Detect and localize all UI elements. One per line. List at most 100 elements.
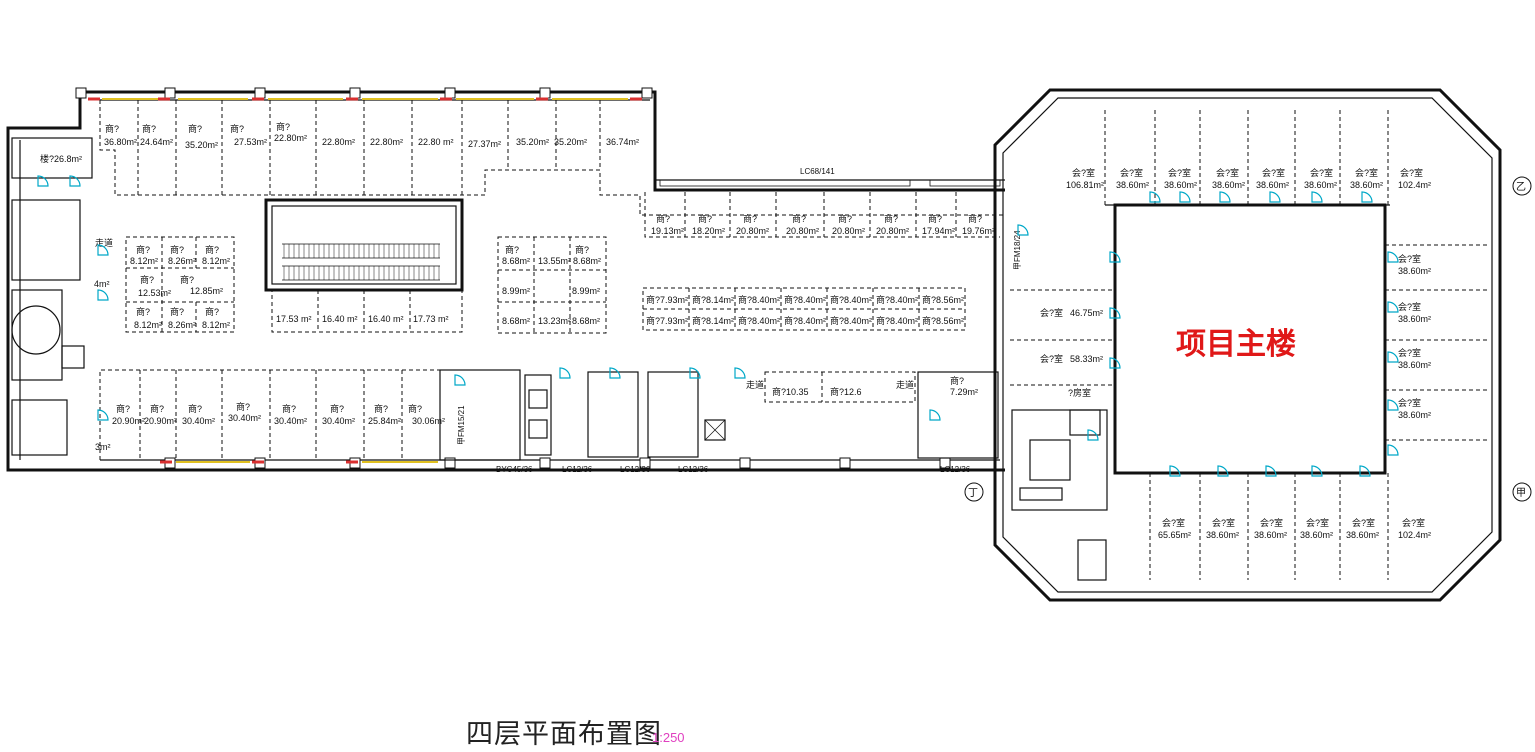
svg-text:商?: 商?: [170, 306, 184, 317]
room-label: 会?室: [1040, 307, 1063, 318]
room-area: 4m²: [94, 279, 110, 289]
room-label: ?房室: [1068, 387, 1091, 398]
room-label: 商?: [968, 213, 982, 224]
room-area: 8.68m²: [572, 316, 600, 326]
room-area: 36.80m²: [104, 137, 137, 147]
room-area: 38.60m²: [1254, 530, 1287, 540]
bottom-shop-partitions: [99, 369, 441, 460]
bottom-shop-labels: 商? 20.90m² 商? 20.90m² 商? 30.40m² 商? 30.4…: [112, 401, 445, 426]
svg-text:商?: 商?: [205, 244, 219, 255]
axis-d-label: 丁: [968, 488, 978, 499]
room-area: 102.4m²: [1398, 530, 1431, 540]
room-area: 36.74m²: [606, 137, 639, 147]
small-room-area: 7.29m²: [950, 387, 978, 397]
room-label: 商?: [236, 401, 250, 412]
room-area: 30.40m²: [322, 416, 355, 426]
door-swing-icon: [1017, 224, 1029, 236]
door-swing-icon: [1219, 191, 1231, 203]
kiosk-right-cell: 商?7.93m²: [646, 294, 688, 305]
room-label: 商?: [142, 123, 156, 134]
room-area: 38.60m²: [1398, 266, 1431, 276]
kiosk-right-cell: 商?8.40m²: [738, 315, 780, 326]
door-swing-icon: [1387, 301, 1399, 313]
room-area: 20.80m²: [786, 226, 819, 236]
top-shop-partitions: [99, 100, 1005, 216]
room-area: 商?12.6: [830, 386, 862, 397]
room-label: 商?: [116, 403, 130, 414]
svg-text:商?: 商?: [136, 244, 150, 255]
room-label: 商?: [330, 403, 344, 414]
room-area: 30.40m²: [182, 416, 215, 426]
door-swing-icon: [609, 367, 621, 379]
room-label: 商?: [408, 403, 422, 414]
room-area: 30.40m²: [274, 416, 307, 426]
room-area: 38.60m²: [1212, 180, 1245, 190]
room-area: 38.60m²: [1300, 530, 1333, 540]
room-label: 会?室: [1400, 167, 1423, 178]
room-area: 38.60m²: [1116, 180, 1149, 190]
kiosk-right-cell: 商?8.56m²: [922, 294, 964, 305]
room-area: 22.80 m²: [418, 137, 454, 147]
kiosk-right-cell: 商?8.56m²: [922, 315, 964, 326]
door-swing-icon: [97, 409, 109, 421]
corridor-label: 走道: [896, 379, 914, 390]
axis-a-label: 甲: [1516, 488, 1526, 499]
svg-text:商?: 商?: [575, 244, 589, 255]
svg-text:商?: 商?: [180, 274, 194, 285]
room-area: 17.73 m²: [413, 314, 449, 324]
corridor-label: 走道: [95, 237, 113, 248]
window-code: LC12/36: [620, 465, 651, 474]
main-building-label: 项目主楼: [1176, 328, 1296, 361]
door-swing-icon: [559, 367, 571, 379]
room-area: 25.84m²: [368, 416, 401, 426]
room-label: 会?室: [1216, 167, 1239, 178]
room-area: 3m²: [95, 442, 111, 452]
kiosk-right-cell: 商?8.40m²: [876, 294, 918, 305]
east-shop-partitions: [644, 192, 1000, 238]
axis-markers: 乙 甲 丁: [964, 176, 1532, 502]
door-swing-icon: [1269, 191, 1281, 203]
room-label: 会?室: [1162, 517, 1185, 528]
room-label: 商?: [188, 403, 202, 414]
door-swing-icon: [1217, 465, 1229, 477]
room-area: 12.85m²: [190, 286, 223, 296]
door-swing-icon: [69, 175, 81, 187]
room-area: 楼?26.8m²: [40, 153, 82, 164]
room-area: 38.60m²: [1350, 180, 1383, 190]
svg-text:商?: 商?: [205, 306, 219, 317]
door-swing-icon: [734, 367, 746, 379]
room-label: 商?: [884, 213, 898, 224]
room-label: 会?室: [1040, 353, 1063, 364]
door-swing-icon: [1311, 465, 1323, 477]
room-label: 会?室: [1355, 167, 1378, 178]
room-area: 19.76m²: [962, 226, 995, 236]
room-label: 会?室: [1352, 517, 1375, 528]
room-label: 会?室: [1310, 167, 1333, 178]
room-area: 19.13m²: [651, 226, 684, 236]
room-area: 20.80m²: [876, 226, 909, 236]
door-swing-icon: [1179, 191, 1191, 203]
room-area: 20.90m²: [112, 416, 145, 426]
door-swing-icon: [929, 409, 941, 421]
kiosk-right-cell: 商?8.40m²: [784, 315, 826, 326]
room-area: 22.80m²: [322, 137, 355, 147]
room-label: 会?室: [1120, 167, 1143, 178]
axis-d-circle: [964, 482, 984, 502]
kiosk-right-cell: 商?7.93m²: [646, 315, 688, 326]
room-area: 8.26m²: [168, 256, 196, 266]
door-code: 甲FM15/21: [457, 405, 466, 445]
room-label: 会?室: [1212, 517, 1235, 528]
kiosk-right-cell: 商?8.40m²: [830, 294, 872, 305]
room-area: 13.23m²: [538, 316, 571, 326]
kiosk-left: 商? 8.12m² 商? 8.26m² 商? 8.12m² 商? 12.53m²…: [125, 236, 235, 333]
room-area: 30.40m²: [228, 413, 261, 423]
room-area: 38.60m²: [1304, 180, 1337, 190]
east-shop-labels: 商? 19.13m² 商? 18.20m² 商? 20.80m² 商? 20.8…: [651, 213, 995, 236]
room-label: 会?室: [1398, 301, 1421, 312]
room-label: 商?: [282, 403, 296, 414]
room-label: 会?室: [1398, 347, 1421, 358]
room-area: 38.60m²: [1164, 180, 1197, 190]
room-area: 8.12m²: [134, 320, 162, 330]
kiosk-right-cell: 商?8.40m²: [784, 294, 826, 305]
